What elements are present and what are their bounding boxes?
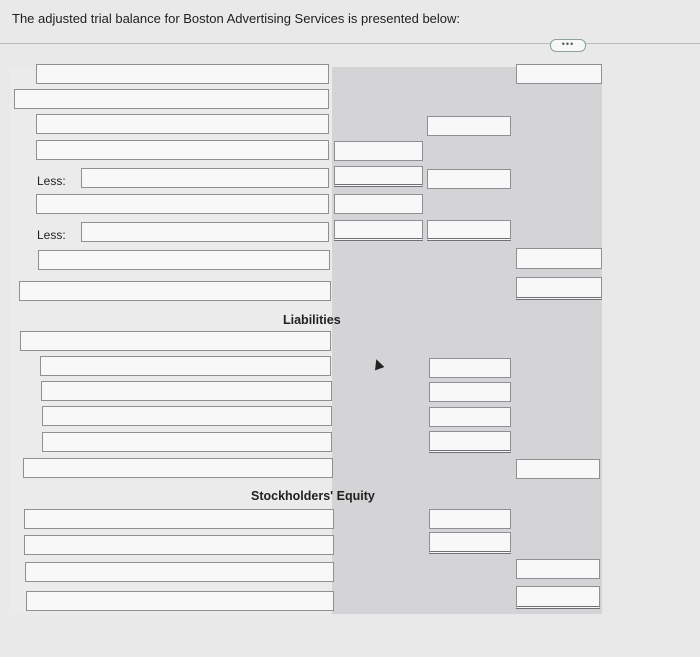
- subtotal-amount[interactable]: [516, 248, 602, 269]
- account-field-1[interactable]: [14, 89, 329, 109]
- less-label-1: Less:: [37, 174, 66, 188]
- liabilities-amount-5[interactable]: [429, 431, 511, 453]
- intro-text: The adjusted trial balance for Boston Ad…: [12, 11, 461, 26]
- liabilities-field-1[interactable]: [20, 331, 331, 351]
- less-input-1[interactable]: [81, 168, 329, 188]
- total-assets-label-field[interactable]: [19, 281, 331, 301]
- account-field-3[interactable]: [36, 140, 329, 160]
- liabilities-heading: Liabilities: [283, 313, 341, 327]
- equity-amount-2[interactable]: [429, 532, 511, 554]
- liabilities-field-3[interactable]: [41, 381, 332, 401]
- total-liabilities-field[interactable]: [23, 458, 333, 478]
- account-field-5[interactable]: [38, 250, 330, 270]
- equity-total-amount[interactable]: [516, 559, 600, 579]
- amount-field-4[interactable]: [334, 194, 423, 214]
- net-amount-1[interactable]: [427, 169, 511, 189]
- less-amount-1[interactable]: [334, 166, 423, 187]
- total-liabilities-equity-amount[interactable]: [516, 586, 600, 609]
- total-assets-amount[interactable]: [516, 277, 602, 300]
- equity-amount-1[interactable]: [429, 509, 511, 529]
- liabilities-amount-4[interactable]: [429, 407, 511, 427]
- divider: [0, 43, 700, 44]
- account-field-2[interactable]: [36, 114, 329, 134]
- liabilities-field-4[interactable]: [42, 406, 332, 426]
- account-field-4[interactable]: [36, 194, 329, 214]
- header-amount-field[interactable]: [516, 64, 602, 84]
- liabilities-field-5[interactable]: [42, 432, 332, 452]
- equity-heading: Stockholders' Equity: [251, 489, 375, 503]
- liabilities-amount-3[interactable]: [429, 382, 511, 402]
- header-field[interactable]: [36, 64, 329, 84]
- total-liabilities-amount[interactable]: [516, 459, 600, 479]
- less-label-2: Less:: [37, 228, 66, 242]
- equity-field-2[interactable]: [24, 535, 334, 555]
- equity-field-1[interactable]: [24, 509, 334, 529]
- more-options-button[interactable]: •••: [550, 39, 586, 52]
- amount-field-2[interactable]: [427, 116, 511, 136]
- liabilities-field-2[interactable]: [40, 356, 331, 376]
- net-amount-2[interactable]: [427, 220, 511, 241]
- liabilities-amount-2[interactable]: [429, 358, 511, 378]
- less-input-2[interactable]: [81, 222, 329, 242]
- less-amount-2[interactable]: [334, 220, 423, 241]
- equity-field-3[interactable]: [25, 562, 334, 582]
- equity-field-4[interactable]: [26, 591, 334, 611]
- amount-field-3[interactable]: [334, 141, 423, 161]
